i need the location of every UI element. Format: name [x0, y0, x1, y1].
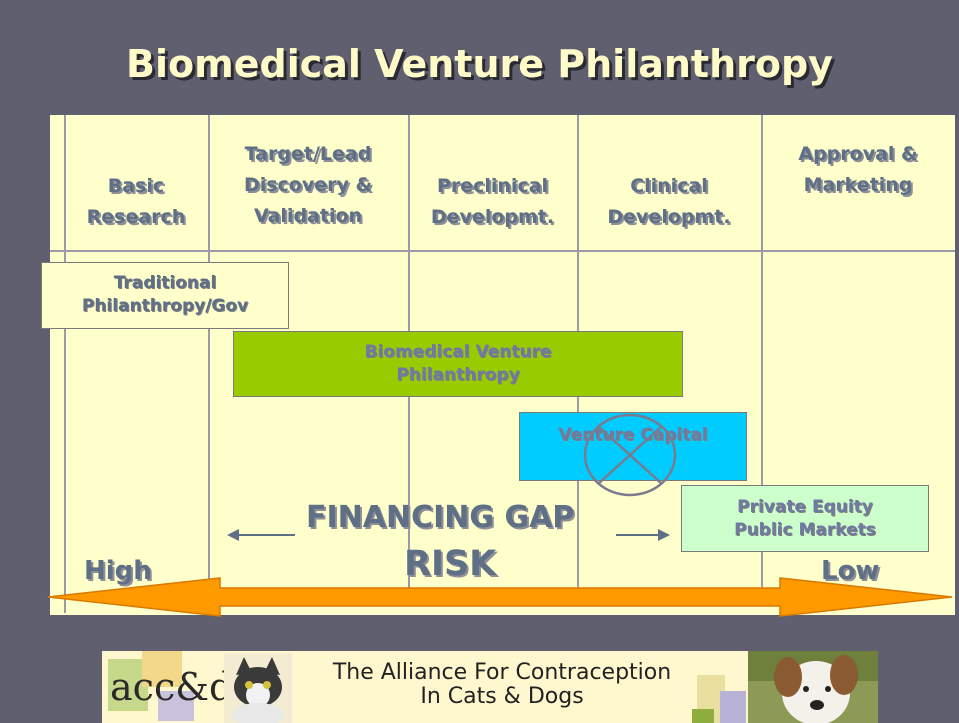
gap-left-arrow-icon — [227, 529, 295, 541]
stage-clinical: Clinical Developmt. — [607, 175, 731, 228]
cat-image — [224, 653, 292, 723]
gap-right-arrow-icon — [616, 529, 670, 541]
banner-tagline-line1: The Alliance For Contraception — [332, 660, 672, 685]
header-divider — [50, 250, 955, 252]
risk-label: RISK — [404, 544, 497, 584]
decor-square — [692, 709, 714, 723]
banner-tagline-line2: In Cats & Dogs — [420, 684, 584, 709]
grid-line — [761, 115, 763, 595]
decor-square — [720, 691, 746, 723]
financing-gap-label: FINANCING GAP — [306, 500, 575, 535]
page-title: Biomedical Venture Philanthropy — [126, 42, 833, 86]
banner-tagline: The Alliance For Contraception In Cats &… — [302, 661, 702, 709]
bvp-box: Biomedical Venture Philanthropy — [233, 331, 683, 397]
risk-arrow-icon — [47, 577, 953, 617]
venture-capital-box: Venture Capital — [519, 412, 747, 481]
traditional-philanthropy-box: Traditional Philanthropy/Gov — [41, 262, 289, 329]
stage-preclinical: Preclinical Developmt. — [430, 175, 555, 228]
stage-grid: Basic Research Target/Lead Discovery & V… — [50, 115, 955, 615]
risk-high-label: High — [84, 556, 152, 586]
private-equity-box: Private Equity Public Markets — [681, 485, 929, 552]
accd-logo: acc&d — [102, 651, 233, 723]
stage-approval: Approval & Marketing — [798, 143, 918, 196]
crossed-circle-icon — [583, 413, 677, 497]
dog-image — [748, 651, 878, 723]
accd-logo-text: acc&d — [110, 665, 234, 709]
grid-line — [208, 115, 210, 593]
grid-line — [64, 115, 66, 613]
stage-target-discovery: Target/Lead Discovery & Validation — [243, 143, 373, 227]
risk-low-label: Low — [821, 556, 880, 586]
accd-banner: acc&d The Alliance For Contraception In … — [102, 651, 878, 723]
stage-basic-research: Basic Research — [86, 175, 186, 228]
